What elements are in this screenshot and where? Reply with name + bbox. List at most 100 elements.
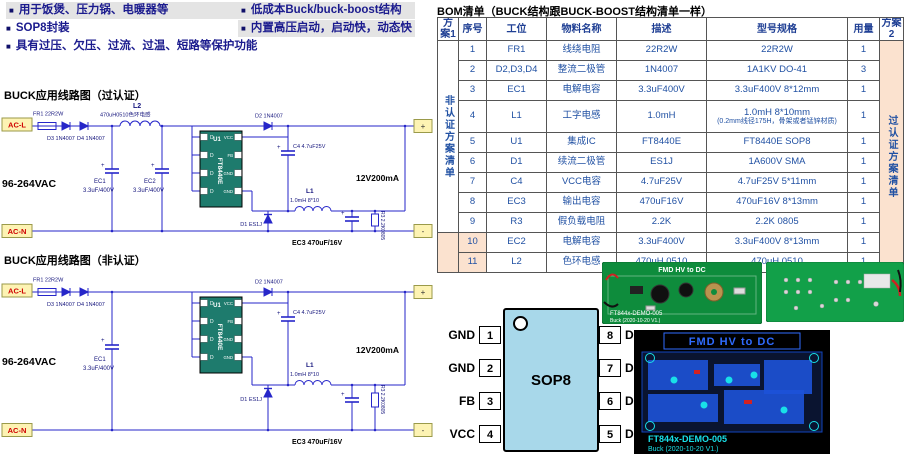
ic-u1: U1 FT8440E D D D D VCC FB GND GND (199, 296, 243, 374)
inductor-l1-symbol (294, 206, 332, 212)
terminals: AC-L AC-N + - (1, 283, 433, 437)
label-ec1: EC1 (94, 179, 106, 185)
diode-d1-symbol (263, 387, 273, 398)
label-fr1: FR1 22R2W (33, 112, 64, 118)
bom-header-desc: 描述 (616, 17, 707, 41)
ic-pin-vcc-label: VCC (224, 135, 233, 140)
bom-table: 方案1 序号 工位 物料名称 描述 型号规格 用量 方案2 非认证方案清单 1 … (437, 17, 904, 273)
bom-cell-desc: ES1J (616, 152, 707, 173)
ic-pin-gnd-label: GND (223, 337, 233, 342)
bom-cell-qty: 1 (847, 100, 880, 133)
bom-cell-desc: 4.7uF25V (616, 172, 707, 193)
bom-cell-pos: EC2 (486, 232, 547, 253)
pin-label-d6: D (625, 394, 634, 408)
bom-header-plan1: 方案1 (437, 17, 459, 41)
bom-row: 8 EC3 输出电容 470uF16V 470uF16V 8*13mm 1 (438, 192, 904, 213)
ic-pin-d-label: D (210, 337, 214, 343)
diode-d3-symbol (61, 121, 72, 131)
label-d4: D4 1N4007 (77, 302, 105, 308)
label-d1: D1 ES1J (240, 397, 262, 403)
wires (891, 269, 902, 297)
pcb-layout-image: FMD HV to DC FT844x-DEMO-005 Buck (2020-… (634, 330, 830, 454)
capacitor (650, 284, 670, 304)
bom-cell-desc: 1N4007 (616, 60, 707, 81)
bom-cell-qty: 1 (847, 132, 880, 153)
plus-ec2: + (151, 163, 155, 169)
bom-cell-desc: 470uF16V (616, 192, 707, 213)
bom-cell-desc: 3.3uF400V (616, 232, 707, 253)
ic-pin-d-label: D (210, 135, 214, 141)
component-symbols (37, 120, 379, 227)
plan1-extra-cell (437, 232, 459, 273)
label-l2-spec: 470uH0510色环电感 (100, 111, 151, 119)
ic-pin-d-label: D (210, 319, 214, 325)
label-fr1: FR1 22R2W (33, 278, 64, 284)
bullet-icon: ■ (9, 6, 14, 15)
bom-cell-spec: 470uF16V 8*13mm (706, 192, 848, 213)
bom-cell-spec: 3.3uF400V 8*12mm (706, 80, 848, 101)
label-ec1-val: 3.3uF/400V (83, 188, 114, 194)
resistor-r3-symbol (371, 392, 379, 408)
ic-pin-gnd-label: GND (223, 171, 233, 176)
bom-cell-name: 假负载电阻 (546, 212, 617, 233)
bom-row: 6 D1 续流二极管 ES1J 1A600V SMA 1 (438, 152, 904, 173)
pcb-silk-id: FT844x-DEMO-005 (610, 311, 663, 317)
label-ec3: EC3 470uF/16V (292, 240, 343, 247)
ac-l-terminal (1, 117, 33, 132)
feature-text: SOP8封装 (15, 22, 70, 34)
ic-pin-vcc-label: VCC (224, 301, 233, 306)
bom-cell-pos: EC1 (486, 80, 547, 101)
bom-cell-desc: 1.0mH (616, 100, 707, 133)
junction-dots (110, 290, 407, 432)
bom-cell-name: 线绕电阻 (546, 40, 617, 61)
label-input-voltage: 96-264VAC (2, 178, 57, 190)
ic-pin-fb-label: FB (228, 319, 234, 324)
output-neg-label: - (422, 426, 425, 435)
feature-item: ■用于饭煲、压力锅、电暖器等 (6, 2, 258, 19)
bom-cell-no: 3 (458, 80, 487, 101)
label-d4: D4 1N4007 (77, 136, 105, 142)
bom-header-spec: 型号规格 (706, 17, 848, 41)
pin-label-d8: D (625, 328, 634, 342)
bom-cell-name: 续流二极管 (546, 152, 617, 173)
feature-list-left: ■用于饭煲、压力锅、电暖器等 ■SOP8封装 ■具有过压、欠压、过流、过温、短路… (6, 2, 258, 56)
circuit1-schematic: U1 FT8440E D D D D VCC FB GND GND AC-L A… (1, 103, 433, 247)
plus-ec1: + (101, 338, 105, 344)
bom-spec-note: (0.2mm线径175H，骨架或者锰锌材质) (717, 118, 837, 126)
resistor (645, 305, 656, 311)
red-wire (891, 279, 902, 297)
bom-row: 10 EC2 电解电容 3.3uF400V 3.3uF400V 8*13mm 1 (437, 232, 904, 273)
output-neg-terminal (413, 423, 433, 437)
bom-cell-spec: 1.0mH 8*10mm (0.2mm线径175H，骨架或者锰锌材质) (706, 100, 848, 133)
bom-header-row: 方案1 序号 工位 物料名称 描述 型号规格 用量 方案2 (437, 17, 904, 41)
label-ec2: EC2 (144, 179, 156, 185)
pcb-silk-rev: Buck (2020-10-20 V1.) (610, 318, 661, 324)
plan2-merged-cell: 过认证方案清单 (879, 40, 904, 273)
bom-cell-pos: FR1 (486, 40, 547, 61)
bom-cell-desc: FT8440E (616, 132, 707, 153)
bom-cell-spec: 3.3uF400V 8*13mm (706, 232, 848, 253)
pin1-indicator-dot (513, 316, 528, 331)
bom-title: BOM清单（BUCK结构跟BUCK-BOOST结构清单一样） (437, 6, 712, 18)
pads (645, 353, 819, 431)
ac-l-terminal (1, 283, 33, 298)
label-l2: L2 (133, 103, 141, 110)
ac-n-label: AC-N (8, 426, 27, 435)
component-labels: FR1 22R2W D3 1N4007 D4 1N4007 L2 470uH05… (2, 103, 399, 247)
bom-cell-no: 11 (458, 252, 487, 273)
plan1-merged-cell: 非认证方案清单 (437, 40, 459, 233)
layout-id: FT844x-DEMO-005 (648, 434, 727, 444)
bom-spec-main: 1.0mH 8*10mm (744, 106, 810, 118)
bom-cell-pos: R3 (486, 212, 547, 233)
bom-cell-spec: 22R2W (706, 40, 848, 61)
capacitor (678, 282, 694, 298)
bom-cell-no: 2 (458, 60, 487, 81)
ac-n-terminal (1, 224, 33, 238)
ac-l-label: AC-L (8, 287, 26, 296)
bom-cell-pos: D1 (486, 152, 547, 173)
label-input-voltage: 96-264VAC (2, 356, 57, 368)
bom-cell-pos: U1 (486, 132, 547, 153)
pin-box-8: 8 (599, 326, 621, 344)
plan1-label: 非认证方案清单 (442, 94, 454, 179)
ic-pin-fb-label: FB (228, 153, 234, 158)
